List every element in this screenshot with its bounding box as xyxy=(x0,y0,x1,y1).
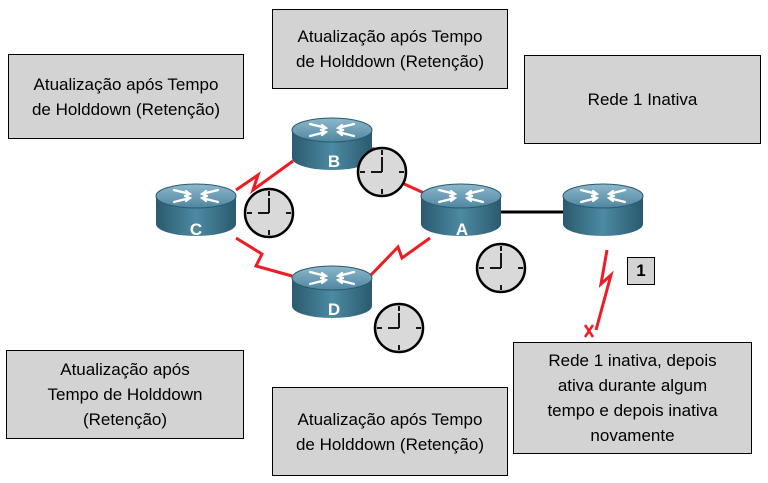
holddown-note-top-left: Atualização após Tempo de Holddown (Rete… xyxy=(8,54,244,139)
router-b-label: B xyxy=(328,152,340,171)
serial-link-c-b xyxy=(235,159,294,194)
network-down-note: Rede 1 Inativa xyxy=(524,55,761,144)
router-a-label: A xyxy=(456,220,468,239)
router-e-icon xyxy=(561,182,645,238)
clock-icon-d xyxy=(373,302,425,354)
holddown-note-top-center: Atualização após Tempo de Holddown (Rete… xyxy=(272,9,508,89)
clock-icon-a xyxy=(475,242,527,294)
link-down-icon xyxy=(583,324,595,338)
serial-link-c-d xyxy=(235,236,293,278)
serial-link-a-d xyxy=(368,236,431,278)
router-d-label: D xyxy=(328,300,340,319)
network-1-badge: 1 xyxy=(627,257,655,285)
network-flapping-note: Rede 1 inativa, depois ativa durante alg… xyxy=(513,342,752,454)
holddown-note-bottom-left: Atualização após Tempo de Holddown (Rete… xyxy=(6,350,244,439)
router-c-label: C xyxy=(190,220,202,239)
holddown-note-bottom-center: Atualização após Tempo de Holddown (Rete… xyxy=(272,387,508,476)
clock-icon-b xyxy=(356,146,408,198)
serial-link-e-down xyxy=(594,249,614,331)
clock-icon-c xyxy=(243,187,295,239)
